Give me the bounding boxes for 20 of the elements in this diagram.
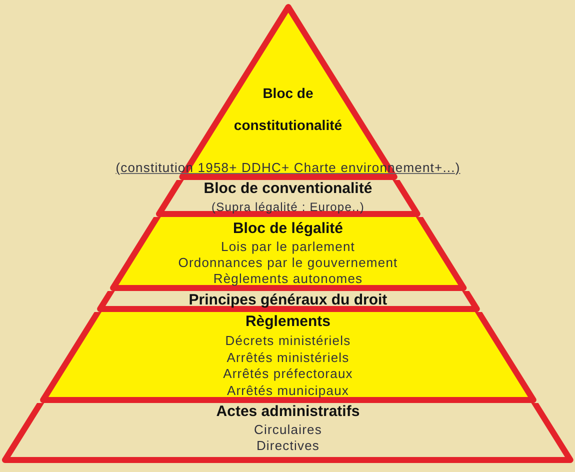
pyramid-tier	[38, 312, 538, 403]
pyramid-tier	[108, 217, 468, 291]
pyramid-tier	[1, 403, 575, 463]
tier-title: Actes administratifs	[216, 404, 360, 420]
tier-item: (Supra légalité : Europe..)	[212, 200, 364, 214]
tier-item: Circulaires	[254, 422, 322, 438]
tier-item: Ordonnances par le gouvernement	[178, 255, 398, 271]
tier-item: Décrets ministériels	[225, 333, 351, 349]
tier-item: Arrêtés ministériels	[226, 350, 350, 366]
tier-title: Règlements	[245, 314, 330, 330]
tier-title: Bloc de conventionalité	[204, 181, 372, 197]
tier-item: Directives	[256, 438, 320, 454]
tier-title: Bloc de légalité	[232, 221, 343, 237]
tier-item: Lois par le parlement	[220, 239, 355, 255]
pyramid-tier	[114, 3, 462, 180]
tier-item: Règlements autonomes	[213, 271, 363, 287]
tier-title: Principes généraux du droit	[188, 292, 388, 308]
tier-title: Bloc de constitutionalité	[232, 84, 344, 135]
tier-item: Arrêtés municipaux	[226, 383, 350, 400]
tier-item: Arrêtés préfectoraux	[223, 366, 353, 382]
